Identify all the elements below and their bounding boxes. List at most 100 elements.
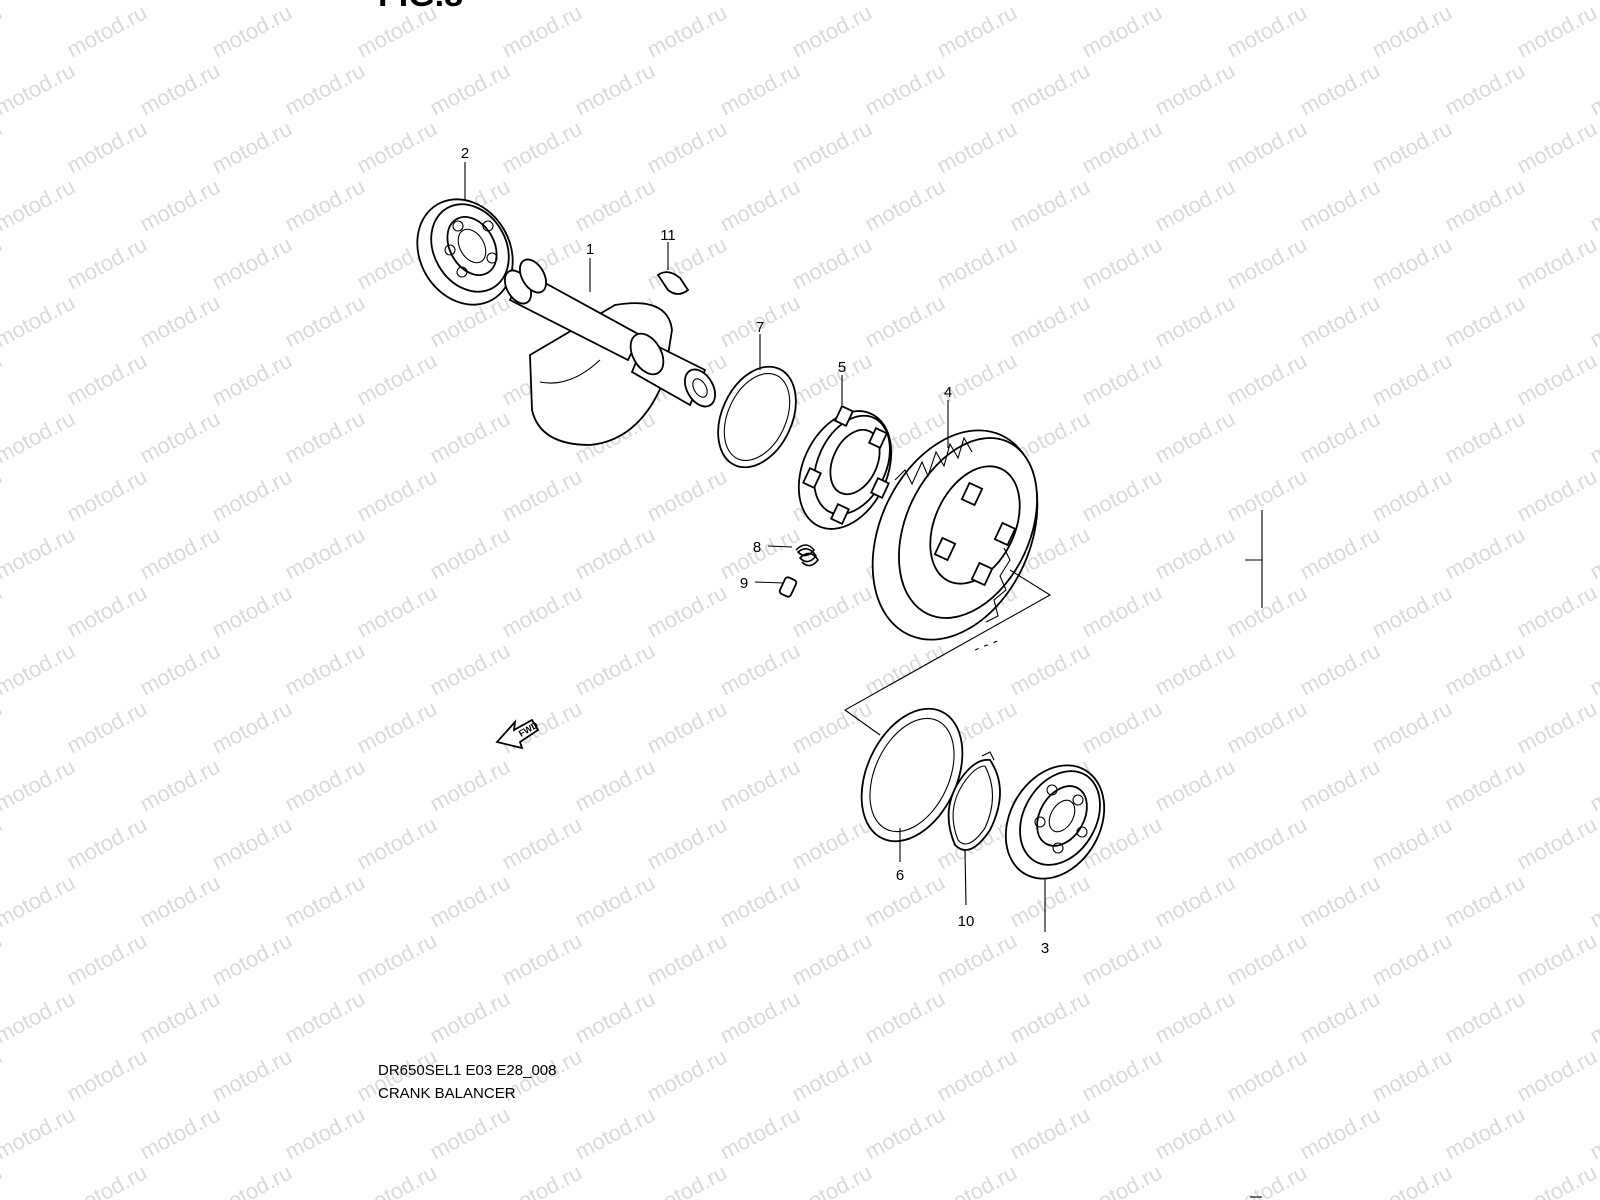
callout-2: 2 xyxy=(461,145,469,162)
part-10-circlip[interactable] xyxy=(947,751,1001,851)
watermark-text: motod.ru xyxy=(1441,406,1529,469)
callout-10: 10 xyxy=(958,913,975,930)
watermark-text: motod.ru xyxy=(1223,0,1311,62)
watermark-text: motod.ru xyxy=(136,406,224,469)
watermark-text: motod.ru xyxy=(1441,870,1529,933)
watermark-text: motod.ru xyxy=(716,0,804,4)
part-4-driven-gear[interactable] xyxy=(841,404,1070,667)
watermark-text: motod.ru xyxy=(1513,0,1600,62)
watermark-text: motod.ru xyxy=(1513,580,1600,643)
watermark-text: motod.ru xyxy=(1441,174,1529,237)
watermark-text: motod.ru xyxy=(426,1102,514,1165)
watermark-text: motod.ru xyxy=(498,928,586,991)
watermark-text: motod.ru xyxy=(498,812,586,875)
watermark-text: motod.ru xyxy=(571,58,659,121)
watermark-text: motod.ru xyxy=(1078,696,1166,759)
watermark-text: motod.ru xyxy=(1151,522,1239,585)
watermark-text: motod.ru xyxy=(1368,232,1456,295)
watermark-text: motod.ru xyxy=(0,754,79,817)
watermark-text: motod.ru xyxy=(643,812,731,875)
watermark-text: motod.ru xyxy=(281,290,369,353)
figure-title: FIG.8 xyxy=(378,0,463,14)
watermark-text: motod.ru xyxy=(1586,1102,1600,1165)
model-code-caption: DR650SEL1 E03 E28_008 xyxy=(378,1062,557,1079)
watermark-text: motod.ru xyxy=(1513,232,1600,295)
watermark-text: motod.ru xyxy=(63,116,151,179)
watermark-text: motod.ru xyxy=(1513,348,1600,411)
part-8-spring[interactable] xyxy=(795,544,819,567)
watermark-text: motod.ru xyxy=(1006,0,1094,4)
watermark-text: motod.ru xyxy=(0,406,79,469)
watermark-text: motod.ru xyxy=(1441,58,1529,121)
watermark-text: motod.ru xyxy=(63,0,151,62)
watermark-text: motod.ru xyxy=(571,754,659,817)
watermark-text: motod.ru xyxy=(1586,986,1600,1049)
part-5-damper-hub[interactable] xyxy=(781,396,910,544)
part-1-balancer-shaft[interactable] xyxy=(499,255,721,446)
watermark-text: motod.ru xyxy=(0,116,6,179)
watermark-text: motod.ru xyxy=(353,464,441,527)
callout-6: 6 xyxy=(896,867,904,884)
watermark-text: motod.ru xyxy=(1078,928,1166,991)
watermark-text: motod.ru xyxy=(1223,348,1311,411)
watermark-text: motod.ru xyxy=(1151,1102,1239,1165)
watermark-text: motod.ru xyxy=(208,0,296,62)
watermark-text: motod.ru xyxy=(1586,290,1600,353)
watermark-text: motod.ru xyxy=(1441,638,1529,701)
watermark-text: motod.ru xyxy=(571,1102,659,1165)
watermark-text: motod.ru xyxy=(63,1160,151,1200)
callout-4: 4 xyxy=(944,384,952,401)
watermark-text: motod.ru xyxy=(498,1160,586,1200)
watermark-text: motod.ru xyxy=(426,638,514,701)
watermark-text: motod.ru xyxy=(0,870,79,933)
callout-labels: 2 1 11 7 5 4 8 9 6 10 3 xyxy=(461,145,1049,957)
watermark-text: motod.ru xyxy=(788,1044,876,1107)
watermark-text: motod.ru xyxy=(1368,928,1456,991)
watermark-text: motod.ru xyxy=(1368,116,1456,179)
watermark-text: motod.ru xyxy=(0,638,79,701)
watermark-text: motod.ru xyxy=(788,116,876,179)
watermark-text: motod.ru xyxy=(1296,406,1384,469)
watermark-text: motod.ru xyxy=(353,1160,441,1200)
watermark-text: motod.ru xyxy=(0,348,6,411)
part-9-pin[interactable] xyxy=(778,576,798,598)
watermark-text: motod.ru xyxy=(1078,1044,1166,1107)
watermark-text: motod.ru xyxy=(1513,1044,1600,1107)
watermark-text: motod.ru xyxy=(861,0,949,4)
watermark-text: motod.ru xyxy=(63,464,151,527)
watermark-text: motod.ru xyxy=(498,580,586,643)
part-11-key[interactable] xyxy=(656,271,690,295)
watermark-text: motod.ru xyxy=(1078,0,1166,62)
watermark-text: motod.ru xyxy=(1368,1044,1456,1107)
watermark-text: motod.ru xyxy=(1296,754,1384,817)
watermark-text: motod.ru xyxy=(281,754,369,817)
watermark-text: motod.ru xyxy=(716,174,804,237)
watermark-text: motod.ru xyxy=(0,174,79,237)
watermark-text: motod.ru xyxy=(571,986,659,1049)
watermark-text: motod.ru xyxy=(136,290,224,353)
watermark-text: motod.ru xyxy=(933,116,1021,179)
watermark-text: motod.ru xyxy=(0,986,79,1049)
watermark-text: motod.ru xyxy=(571,638,659,701)
watermark-text: motod.ru xyxy=(788,580,876,643)
watermark-text: motod.ru xyxy=(1441,290,1529,353)
callout-8: 8 xyxy=(753,539,761,556)
watermark-text: motod.ru xyxy=(1296,986,1384,1049)
watermark-text: motod.ru xyxy=(1586,174,1600,237)
watermark-text: motod.ru xyxy=(1223,232,1311,295)
watermark-text: motod.ru xyxy=(1078,232,1166,295)
watermark-text: motod.ru xyxy=(353,116,441,179)
watermark-text: motod.ru xyxy=(643,116,731,179)
watermark-text: motod.ru xyxy=(281,1102,369,1165)
watermark-text: motod.ru xyxy=(643,1160,731,1200)
watermark-text: motod.ru xyxy=(208,812,296,875)
part-2-bearing[interactable] xyxy=(399,182,532,322)
watermark-text: motod.ru xyxy=(353,696,441,759)
watermark-text: motod.ru xyxy=(208,232,296,295)
part-7-o-ring[interactable] xyxy=(703,354,811,480)
part-3-bearing[interactable] xyxy=(986,748,1124,897)
watermark-text: motod.ru xyxy=(933,1160,1021,1200)
watermark-text: motod.ru xyxy=(136,870,224,933)
watermark-text: motod.ru xyxy=(716,986,804,1049)
